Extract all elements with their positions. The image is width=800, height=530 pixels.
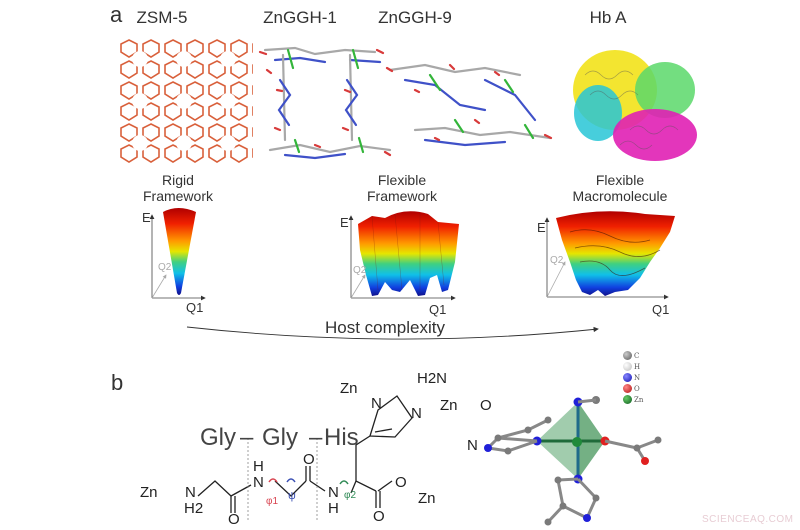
pes-title-rigid: Rigid Framework [142,172,213,204]
macro-q1-axis-label: Q1 [652,302,670,317]
h-amide-1: H [253,458,264,475]
legend-item-o: O [623,383,643,394]
flex-q2-axis-label: Q2 [353,265,367,276]
pes-title-flexible-framework: Flexible Framework [366,172,437,204]
znggh9-framework-image [385,63,553,147]
host-complexity-label: Host complexity [325,318,445,337]
o-ligand: O [480,397,492,414]
zn-top: Zn [340,380,358,397]
torsion-psi: ψ [288,490,296,502]
n-amide-2: N [328,484,339,501]
torsion-phi2: φ2 [344,490,357,501]
o-carboxylate: O [395,474,407,491]
coordination-polyhedron [484,396,662,526]
torsion-phi1: φ1 [266,496,279,507]
rigid-e-axis-label: E [142,210,151,225]
panel-a-label: a [110,2,123,27]
zn-bottom: Zn [418,490,436,507]
rigid-q1-axis-label: Q1 [186,300,204,315]
structure-title-znggh1: ZnGGH-1 [263,8,337,27]
watermark: SCIENCEAQ.COM [702,514,794,525]
o-carbonyl-2: O [303,451,315,468]
n-amine: N [185,484,196,501]
residue-gly-1: Gly [200,424,236,451]
structure-title-znggh9: ZnGGH-9 [378,8,452,27]
pes-title-flexible-macromolecule: Flexible Macromolecule [572,172,668,204]
flex-e-axis-label: E [340,215,349,230]
h2n-ligand: H2N [417,370,448,387]
n-imidazole-3: N [411,405,422,422]
residue-gly-2: Gly [262,424,298,451]
structure-title-hba: Hb A [589,8,627,27]
legend-item-h: H [623,361,643,372]
zn-left: Zn [140,484,158,501]
flex-q1-axis-label: Q1 [429,302,447,317]
hemoglobin-protein-image [573,50,697,161]
structure-title-zsm5: ZSM-5 [136,8,188,27]
zn-right: Zn [440,397,458,414]
o-carbonyl-3: O [373,508,385,525]
panel-b-label: b [111,370,124,395]
rigid-q2-axis-label: Q2 [158,262,172,273]
residue-his: His [324,424,359,451]
n-imidazole-1: N [371,395,382,412]
legend-item-zn: Zn [623,394,643,405]
macro-q2-axis-label: Q2 [550,255,564,266]
residue-dash-1: – [240,424,254,451]
element-legend: C H N O Zn [623,350,643,405]
legend-item-c: C [623,350,643,361]
macro-e-axis-label: E [537,220,546,235]
o-carbonyl-1: O [228,511,240,528]
n-ligand: N [467,437,478,454]
h-amide-2: H [328,500,339,517]
legend-item-n: N [623,372,643,383]
n-amide-1: N [253,474,264,491]
zsm5-lattice-image [118,38,253,163]
residue-dash-2: – [309,424,323,451]
h2-amine: H2 [184,500,204,517]
znggh1-framework-image [258,46,392,160]
